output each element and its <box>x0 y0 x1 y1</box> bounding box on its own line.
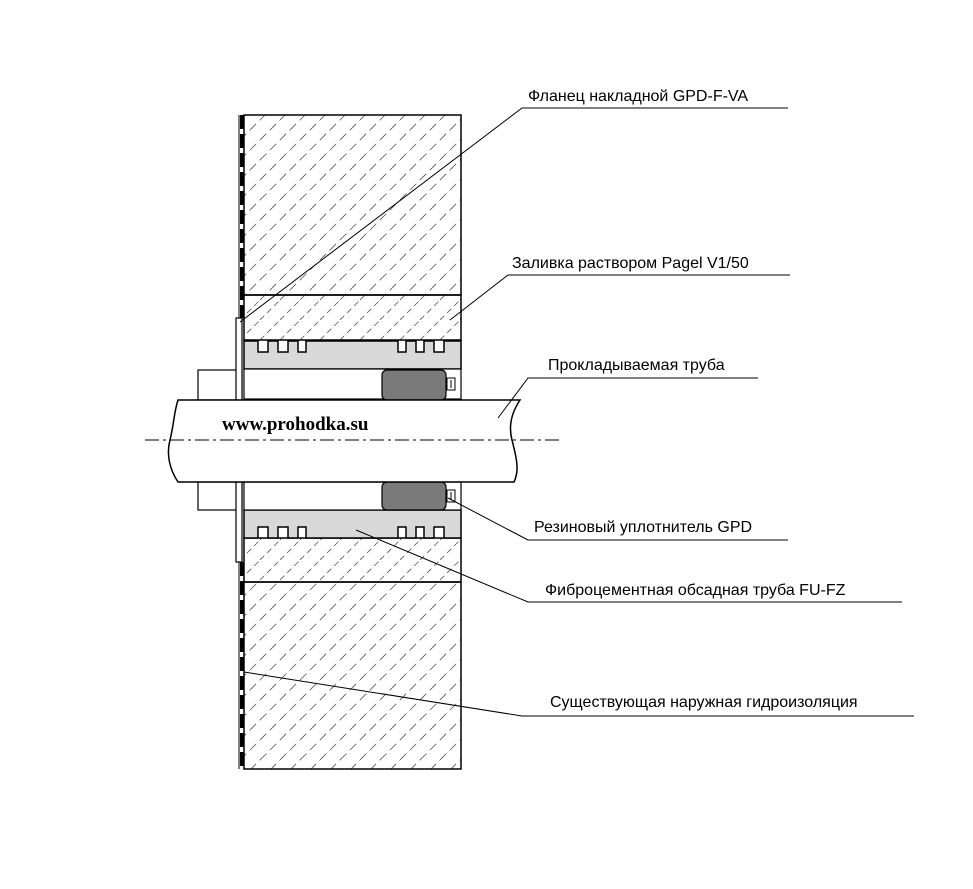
label-seal: Резиновый уплотнитель GPD <box>534 519 752 536</box>
watermark-text: www.prohodka.su <box>222 414 369 435</box>
grout-lower <box>243 537 462 583</box>
waterproofing-layer <box>238 115 244 769</box>
label-waterproofing: Существующая наружная гидроизоляция <box>550 694 858 711</box>
label-pipe: Прокладываемая труба <box>548 357 725 374</box>
pipe <box>167 399 522 483</box>
label-flange: Фланец накладной GPD-F-VA <box>528 88 748 105</box>
sleeve-lower <box>243 509 462 539</box>
rubber-seal-upper <box>381 369 456 401</box>
label-grout: Заливка раствором Pagel V1/50 <box>512 255 749 272</box>
label-sleeve: Фиброцементная обсадная труба FU-FZ <box>545 582 846 599</box>
flange-lower <box>197 481 243 563</box>
grout-upper <box>243 294 462 341</box>
rubber-seal-lower <box>381 481 456 511</box>
flange-upper <box>197 317 243 401</box>
wall-lower <box>243 581 462 770</box>
wall-upper <box>243 114 462 296</box>
sleeve-upper <box>243 340 462 370</box>
leader-lines <box>239 107 914 717</box>
